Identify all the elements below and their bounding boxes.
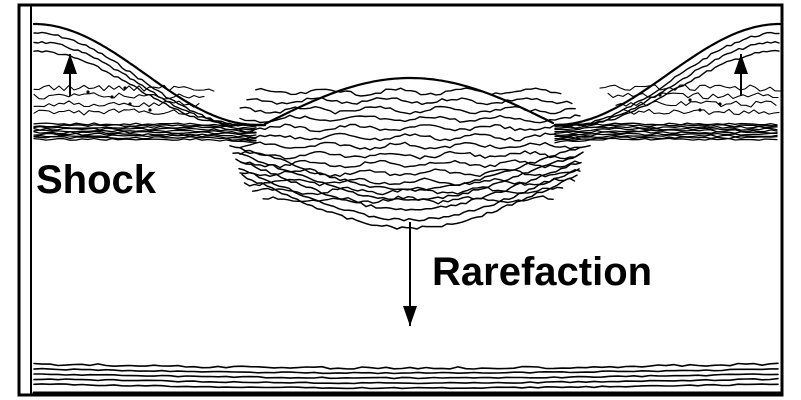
right-wake-contour-3: [616, 101, 776, 107]
inner-contour-4: [240, 115, 580, 123]
speckle-5: [148, 108, 151, 111]
speckle-8: [698, 108, 701, 111]
bottom-layer-contour-2: [34, 369, 778, 374]
inner-contour-6: [240, 133, 580, 141]
rarefaction-arrow: [403, 222, 417, 326]
rarefaction-label: Rarefaction: [432, 252, 652, 292]
speckle-2: [110, 95, 113, 98]
inner-contour-12: [253, 187, 563, 195]
left-wake-contour-4: [34, 109, 189, 115]
bottom-layer-contour-1: [34, 363, 778, 369]
right-up-arrow: [734, 54, 748, 96]
shock-label: Shock: [36, 160, 156, 200]
speckle-6: [658, 93, 661, 96]
speckle-4: [128, 102, 131, 105]
inner-contour-7: [240, 142, 580, 150]
inner-contour-8: [240, 151, 580, 159]
inner-contour-5: [240, 124, 580, 132]
speckle-7: [688, 98, 691, 101]
speckle-9: [718, 102, 721, 105]
bottom-layer-contour-4: [34, 379, 778, 384]
bowl-contour-4: [239, 169, 579, 221]
right-wake-contour-1: [600, 85, 780, 91]
bottom-layer-contour-3: [34, 374, 778, 379]
speckle-1: [86, 90, 89, 93]
inner-contour-3: [240, 106, 575, 114]
left-shock-band-10: [34, 139, 256, 143]
speckle-3: [123, 86, 126, 89]
inner-contour-2: [247, 98, 572, 105]
inner-contour-1: [256, 88, 561, 96]
bottom-layer-contour-5: [34, 384, 778, 389]
